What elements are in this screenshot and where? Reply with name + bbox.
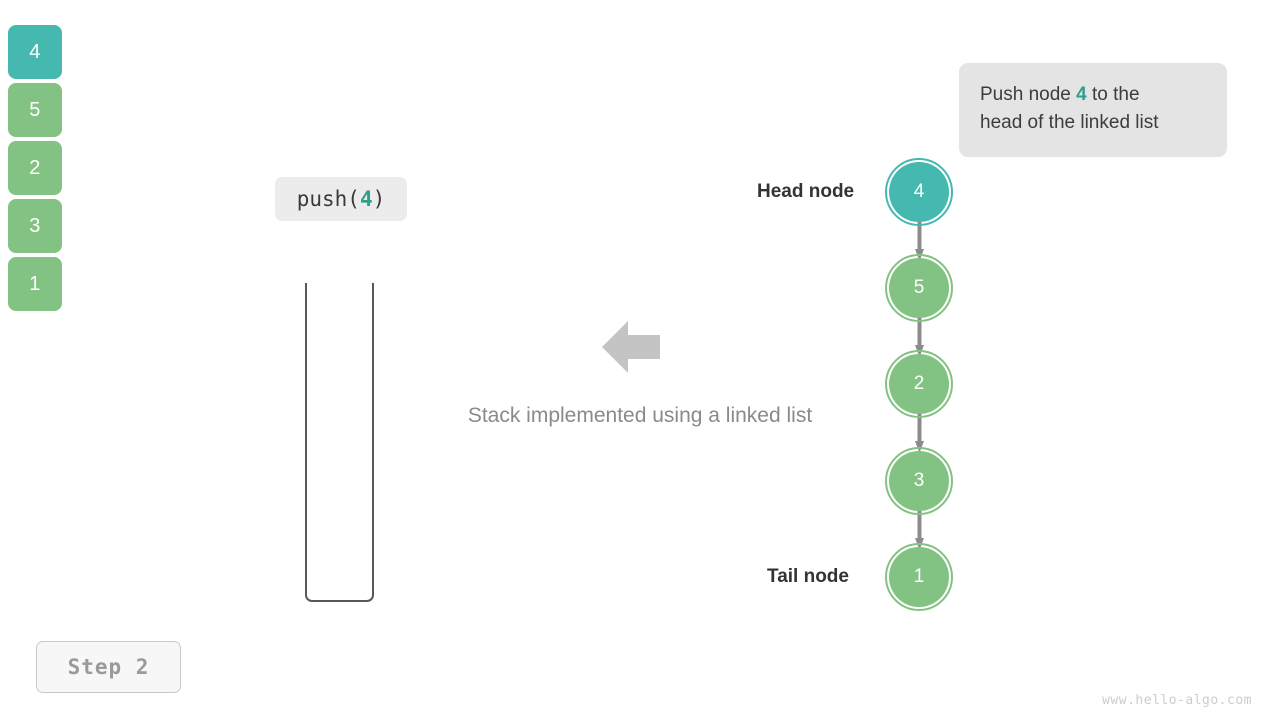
linked-list-node: 2 [885,350,953,418]
node-value: 3 [913,470,925,491]
description-line1-suffix: to the [1086,84,1140,105]
watermark: www.hello-algo.com [1102,693,1252,708]
stack-container [305,283,374,602]
node-ring [885,158,953,226]
node-value: 1 [913,566,925,587]
linked-list-node: 5 [885,254,953,322]
stack-cell: 1 [8,257,62,311]
stack-cell-list: 4 5 2 3 1 [8,25,62,315]
operation-prefix: push( [296,187,360,211]
description-highlight-value: 4 [1076,84,1087,105]
linked-list-node: 4 [885,158,953,226]
step-badge: Step 2 [36,641,181,693]
left-arrow-icon [600,316,662,378]
node-ring [885,543,953,611]
node-ring [885,447,953,515]
diagram-caption: Stack implemented using a linked list [467,404,813,427]
operation-argument: 4 [359,187,373,211]
node-value: 5 [913,277,925,298]
node-value: 2 [913,373,925,394]
linked-list-node: 1 [885,543,953,611]
stack-cell: 3 [8,199,62,253]
stack-cell: 2 [8,141,62,195]
node-ring [885,350,953,418]
tail-node-label: Tail node [767,566,849,587]
stack-cell: 5 [8,83,62,137]
linked-list-node: 3 [885,447,953,515]
description-line1-prefix: Push node [980,84,1077,105]
head-node-label: Head node [757,181,855,202]
operation-label: push(4) [275,177,407,221]
description-callout: Push node 4 to the head of the linked li… [959,63,1227,157]
stack-cell: 4 [8,25,62,79]
stack-cell-value: 3 [29,214,41,237]
node-value: 4 [913,181,925,202]
stack-cell-value: 5 [29,98,41,121]
stack-cell-value: 1 [29,272,41,295]
operation-suffix: ) [372,187,386,211]
stack-cell-value: 4 [29,40,41,63]
description-line2: head of the linked list [980,112,1159,133]
stack-cell-value: 2 [29,156,41,179]
node-ring [885,254,953,322]
